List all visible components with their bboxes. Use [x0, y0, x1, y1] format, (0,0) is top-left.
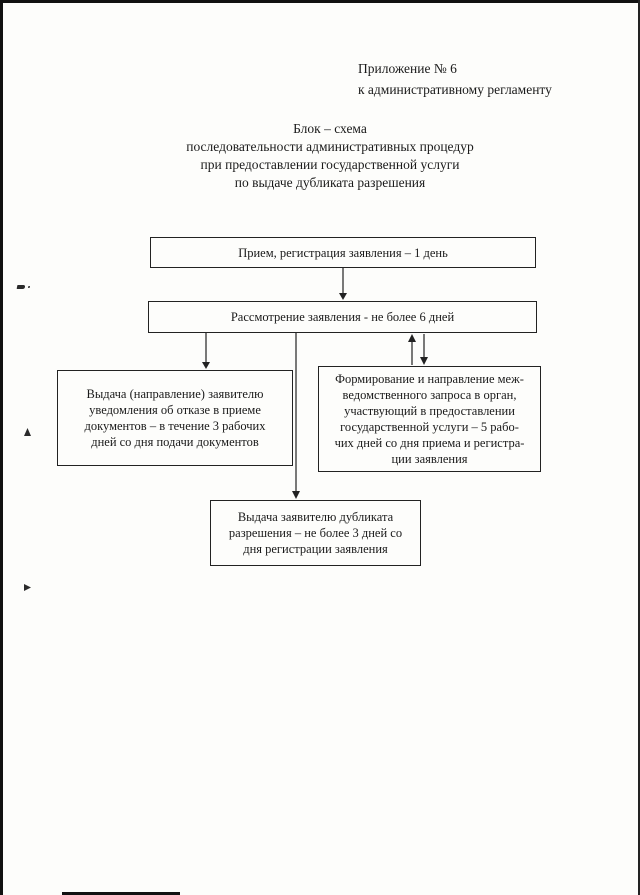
flow-box-interagency-request: Формирование и направление меж- ведомств…	[318, 366, 541, 472]
arrow-interagency-to-review	[408, 334, 416, 365]
appendix-line-2: к административному регламенту	[358, 82, 552, 97]
flow-box-interagency-request-text: Формирование и направление меж- ведомств…	[334, 372, 525, 466]
flow-box-refusal-notice: Выдача (направление) заявителю уведомлен…	[57, 370, 293, 466]
title-line-4: по выдаче дубликата разрешения	[234, 175, 426, 190]
scan-edge-right	[638, 0, 640, 895]
flow-box-review: Рассмотрение заявления - не более 6 дней	[148, 301, 537, 333]
arrow-review-to-refusal	[202, 333, 210, 369]
scan-artifact	[24, 428, 31, 436]
scan-artifact	[16, 285, 26, 289]
flow-box-duplicate-issuance: Выдача заявителю дубликата разрешения – …	[210, 500, 421, 566]
title-line-2: последовательности административных проц…	[186, 139, 474, 154]
title-line-1: Блок – схема	[293, 121, 367, 136]
document-title: Блок – схема последовательности админист…	[20, 120, 640, 192]
scan-edge-left	[0, 0, 3, 895]
appendix-note: Приложение № 6 к административному регла…	[358, 58, 552, 100]
flow-box-refusal-notice-text: Выдача (направление) заявителю уведомлен…	[84, 387, 266, 449]
appendix-line-1: Приложение № 6	[358, 61, 457, 76]
title-line-3: при предоставлении государственной услуг…	[200, 157, 460, 172]
flow-box-review-text: Рассмотрение заявления - не более 6 дней	[230, 310, 455, 324]
arrow-review-to-interagency	[420, 334, 428, 365]
flow-box-reception: Прием, регистрация заявления – 1 день	[150, 237, 536, 268]
arrow-review-to-issuance	[292, 333, 300, 499]
flow-box-duplicate-issuance-text: Выдача заявителю дубликата разрешения – …	[228, 510, 403, 556]
scan-edge-top	[0, 0, 640, 3]
flow-box-reception-text: Прием, регистрация заявления – 1 день	[238, 245, 448, 260]
scan-edge-bottom	[62, 892, 180, 895]
arrow-reception-to-review	[339, 268, 347, 300]
scan-artifact	[24, 584, 31, 591]
